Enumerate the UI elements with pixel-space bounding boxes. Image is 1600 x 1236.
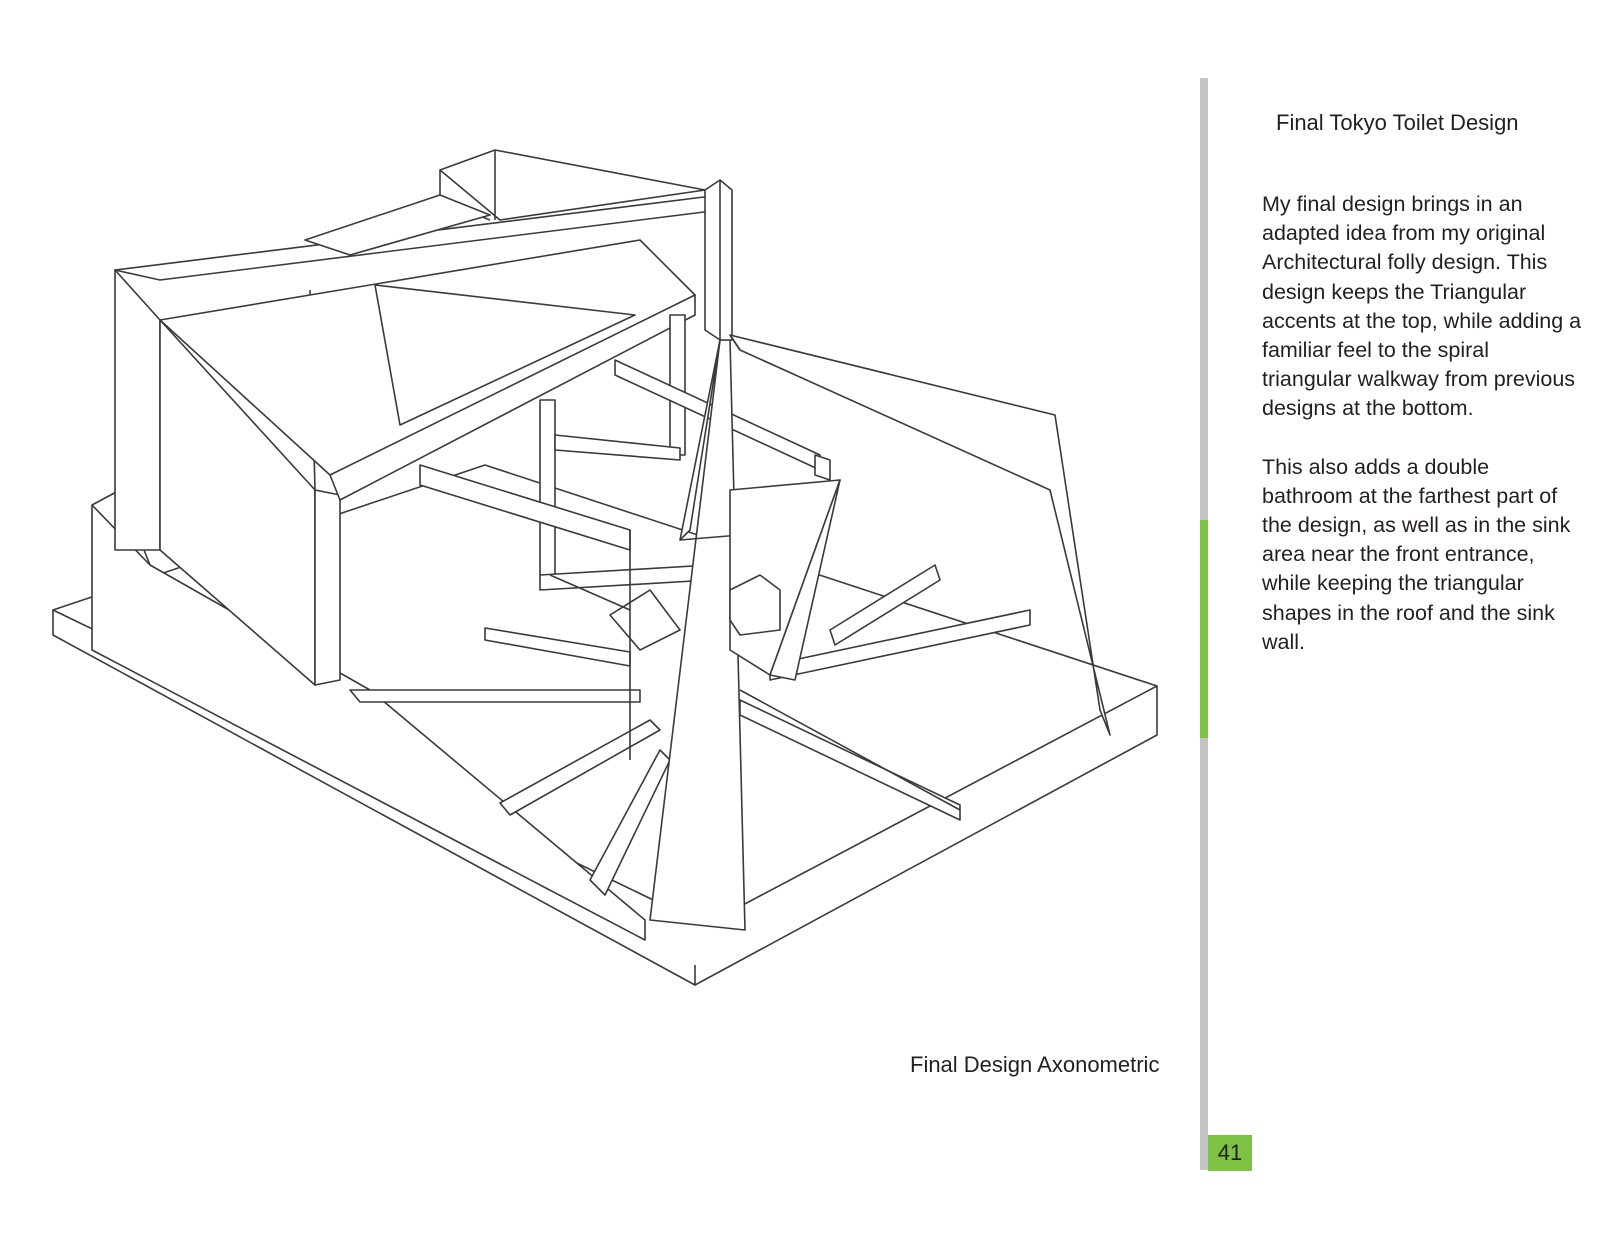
paragraph-1: My final design brings in an adapted ide… — [1262, 192, 1582, 421]
axonometric-line-drawing — [52, 149, 1158, 986]
paragraph-2: This also adds a double bathroom at the … — [1262, 454, 1571, 654]
page-number: 41 — [1208, 1135, 1252, 1171]
body-text: My final design brings in an adapted ide… — [1262, 190, 1582, 686]
vertical-divider-bar — [1200, 78, 1208, 1170]
axonometric-drawing — [40, 70, 1190, 1120]
page-title: Final Tokyo Toilet Design — [1276, 110, 1519, 135]
figure-caption: Final Design Axonometric — [910, 1052, 1160, 1077]
divider-accent — [1200, 520, 1208, 738]
